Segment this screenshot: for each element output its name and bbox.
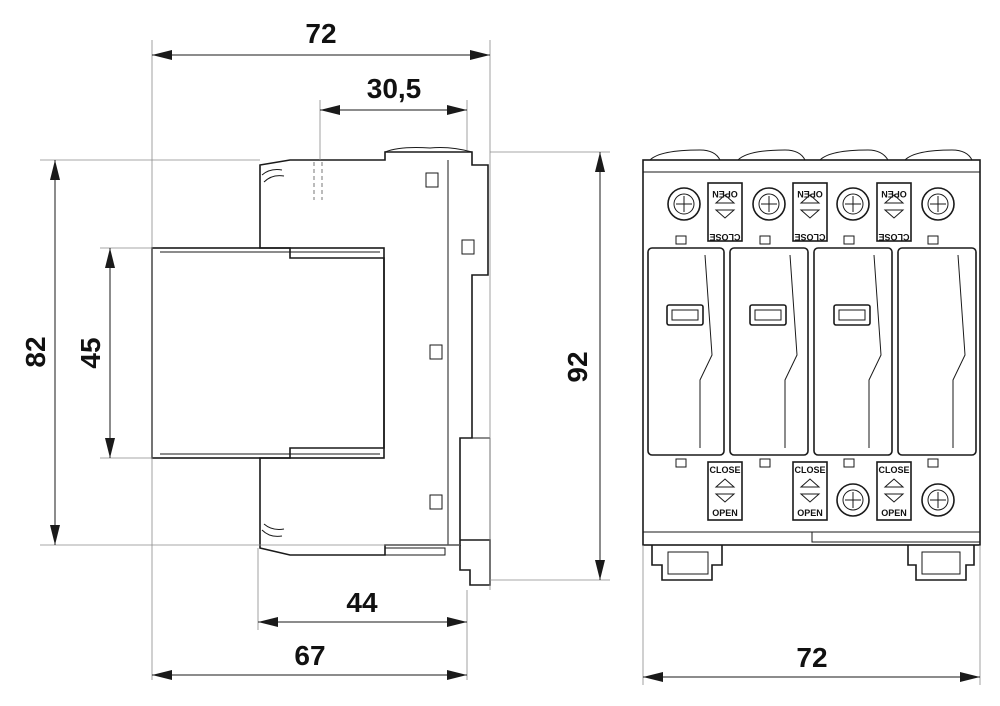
switch-top-3: OPEN CLOSE	[876, 182, 912, 242]
screw-top-2	[752, 187, 786, 221]
front-module-3	[813, 247, 893, 456]
front-module-4	[897, 247, 977, 456]
side-din-foot	[459, 539, 491, 586]
switch-top-2-close-label: CLOSE	[794, 232, 825, 242]
switch-bottom-3-close-label: CLOSE	[878, 465, 909, 475]
switch-top-3-open-label: OPEN	[881, 189, 907, 199]
switch-bottom-2-close-label: CLOSE	[794, 465, 825, 475]
front-view: OPEN CLOSE OPEN CLOSE OPEN CLOSE CLOSE O…	[642, 149, 981, 581]
switch-bottom-2: CLOSE OPEN	[792, 461, 828, 521]
switch-bottom-1: CLOSE OPEN	[707, 461, 743, 521]
front-housing	[642, 159, 981, 546]
screw-bottom-1	[836, 483, 870, 517]
switch-bottom-3: CLOSE OPEN	[876, 461, 912, 521]
module-2-indicator	[749, 304, 787, 326]
side-square-4	[429, 494, 443, 510]
dim-front-height-92: 92	[562, 351, 593, 382]
din-clip-left	[651, 545, 723, 581]
side-view	[151, 147, 491, 586]
switch-bottom-2-open-label: OPEN	[797, 508, 823, 518]
dim-side-height-82: 82	[20, 336, 51, 367]
screw-top-3	[836, 187, 870, 221]
din-clip-right	[907, 545, 975, 581]
screw-bottom-2	[921, 483, 955, 517]
screw-top-1	[667, 187, 701, 221]
front-module-2	[729, 247, 809, 456]
front-bottom-bar	[811, 531, 981, 543]
switch-top-1-open-label: OPEN	[712, 189, 738, 199]
side-square-3	[429, 344, 443, 360]
side-square-2	[461, 239, 475, 255]
dim-front-width-72: 72	[796, 642, 827, 673]
front-module-1	[647, 247, 725, 456]
side-front-window	[151, 247, 385, 459]
dim-side-bottom-67: 67	[294, 640, 325, 671]
switch-top-1: OPEN CLOSE	[707, 182, 743, 242]
side-square-1	[425, 172, 439, 188]
screw-top-4	[921, 187, 955, 221]
switch-top-1-close-label: CLOSE	[709, 232, 740, 242]
dim-side-window-45: 45	[75, 337, 106, 368]
switch-top-3-close-label: CLOSE	[878, 232, 909, 242]
switch-bottom-1-open-label: OPEN	[712, 508, 738, 518]
dim-side-bottom-44: 44	[346, 587, 378, 618]
switch-top-2: OPEN CLOSE	[792, 182, 828, 242]
module-3-indicator	[833, 304, 871, 326]
switch-bottom-1-close-label: CLOSE	[709, 465, 740, 475]
dim-side-width-72: 72	[305, 18, 336, 49]
module-1-indicator	[666, 304, 704, 326]
dim-side-offset-30-5: 30,5	[367, 73, 422, 104]
front-view-dimensions: 92 72	[490, 151, 981, 685]
side-view-dimensions: 72 30,5 82 45 44 67	[20, 18, 491, 680]
switch-top-2-open-label: OPEN	[797, 189, 823, 199]
switch-bottom-3-open-label: OPEN	[881, 508, 907, 518]
